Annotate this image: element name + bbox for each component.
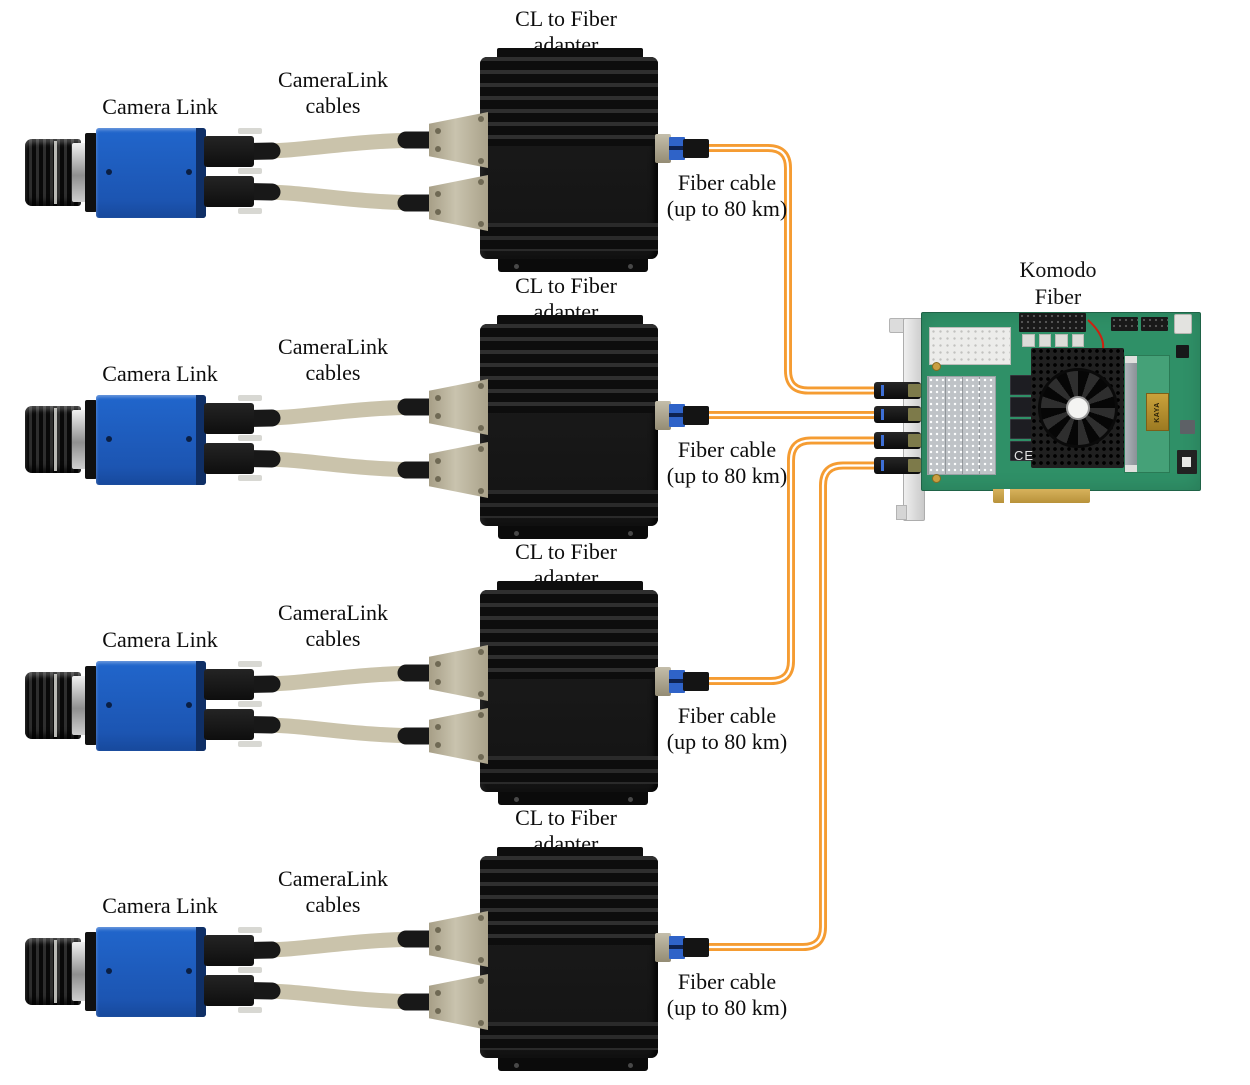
pcb-component — [1177, 450, 1197, 474]
fiber-cable-core-4 — [698, 464, 882, 949]
lc-connector-accent — [881, 409, 884, 420]
pin-header — [1019, 313, 1086, 332]
memory-chip — [1010, 397, 1032, 417]
sfp-cage — [908, 459, 921, 472]
lc-connector-accent — [881, 460, 884, 471]
qsfp-cage — [929, 327, 1011, 365]
sodimm-socket — [1125, 356, 1137, 472]
sfp-cage — [908, 384, 921, 397]
mounting-hole — [932, 362, 941, 371]
pcb-component — [1176, 345, 1189, 358]
bracket-ear — [896, 505, 907, 520]
fiber-cable-core-1 — [698, 146, 882, 392]
sfp-cage — [908, 434, 921, 447]
cable-boot — [241, 398, 439, 479]
pcb-component — [1174, 314, 1192, 334]
fiber-port-2 — [874, 406, 921, 423]
memory-chip — [1010, 419, 1032, 439]
memory-chip — [1010, 375, 1032, 395]
pcb-component — [1180, 420, 1195, 434]
fiber-port-1 — [874, 382, 921, 399]
fiber-cable-core-3 — [698, 439, 882, 683]
sfp-cage — [908, 408, 921, 421]
lc-connector-accent — [881, 435, 884, 446]
fiber-port-4 — [874, 457, 921, 474]
fiber-port-3 — [874, 432, 921, 449]
sodimm-clip — [1125, 465, 1137, 472]
pcie-edge-connector — [993, 489, 1090, 503]
pin-header — [1141, 317, 1168, 331]
pcie-notch — [1004, 489, 1010, 503]
pin-header — [1111, 317, 1138, 331]
kaya-brand-label: KAYA — [1146, 393, 1169, 431]
cable-boot — [241, 131, 439, 212]
ce-mark: CE — [1014, 448, 1035, 463]
sodimm-clip — [1125, 356, 1137, 363]
mounting-hole — [932, 474, 941, 483]
fan-hub — [1066, 396, 1090, 420]
lc-connector-accent — [881, 385, 884, 396]
pcb-components — [1022, 334, 1084, 347]
silver-heatsink — [927, 376, 996, 475]
cable-boot — [241, 664, 439, 745]
fiber-cable-path-1 — [696, 144, 884, 395]
cable-boot — [241, 930, 439, 1011]
